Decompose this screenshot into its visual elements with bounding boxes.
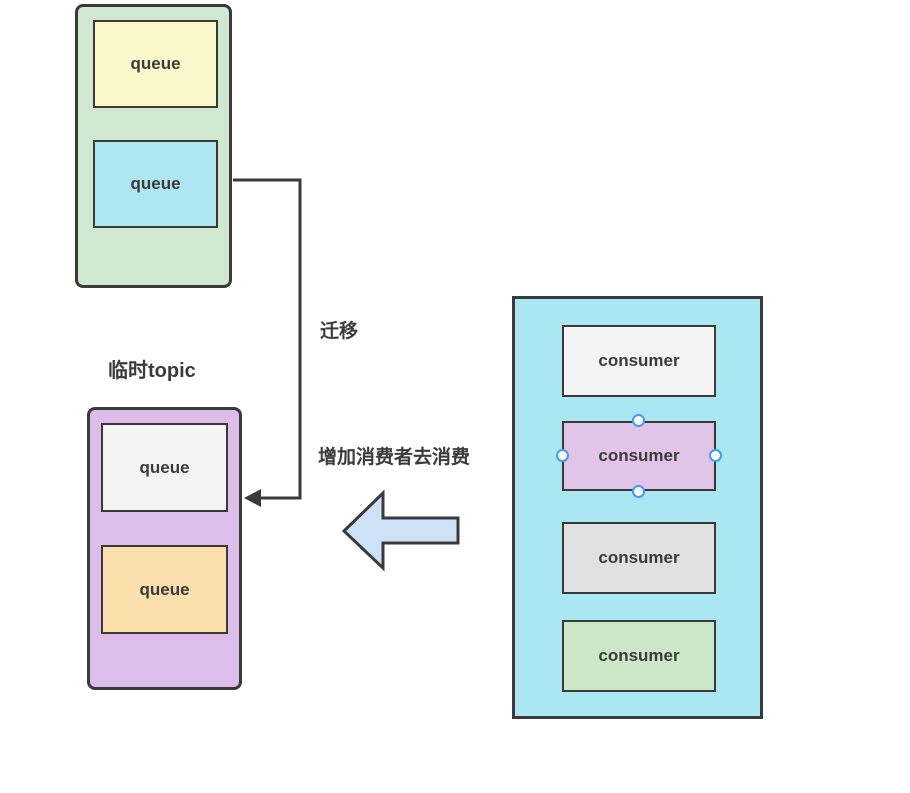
selection-handle-top[interactable]: [632, 414, 645, 427]
temp-queue-2-label: queue: [139, 579, 190, 599]
temp-queue-2[interactable]: queue: [101, 545, 228, 634]
consumer-3[interactable]: consumer: [562, 522, 716, 594]
selection-handle-right[interactable]: [709, 449, 722, 462]
consumer-4-label: consumer: [598, 646, 680, 665]
selection-handle-left[interactable]: [556, 449, 569, 462]
migration-connector-arrowhead-icon: [244, 489, 261, 507]
source-queue-1[interactable]: queue: [93, 20, 218, 108]
left-block-arrow-icon[interactable]: [341, 489, 460, 572]
consumer-2-selected[interactable]: consumer: [562, 421, 716, 491]
consumer-4[interactable]: consumer: [562, 620, 716, 692]
temp-queue-1[interactable]: queue: [101, 423, 228, 512]
consumer-1[interactable]: consumer: [562, 325, 716, 397]
consumer-2-label: consumer: [598, 446, 680, 465]
selection-handle-bottom[interactable]: [632, 485, 645, 498]
source-queue-2[interactable]: queue: [93, 140, 218, 228]
migrate-label[interactable]: 迁移: [320, 321, 359, 342]
add-consumers-label[interactable]: 增加消费者去消费: [318, 447, 471, 468]
source-queue-2-label: queue: [130, 174, 181, 193]
consumer-3-label: consumer: [598, 548, 680, 567]
migration-connector-line[interactable]: [233, 178, 302, 500]
temp-topic-title[interactable]: 临时topic: [108, 360, 196, 382]
temp-queue-1-label: queue: [139, 457, 190, 477]
consumer-1-label: consumer: [598, 351, 680, 370]
source-queue-1-label: queue: [130, 54, 181, 73]
